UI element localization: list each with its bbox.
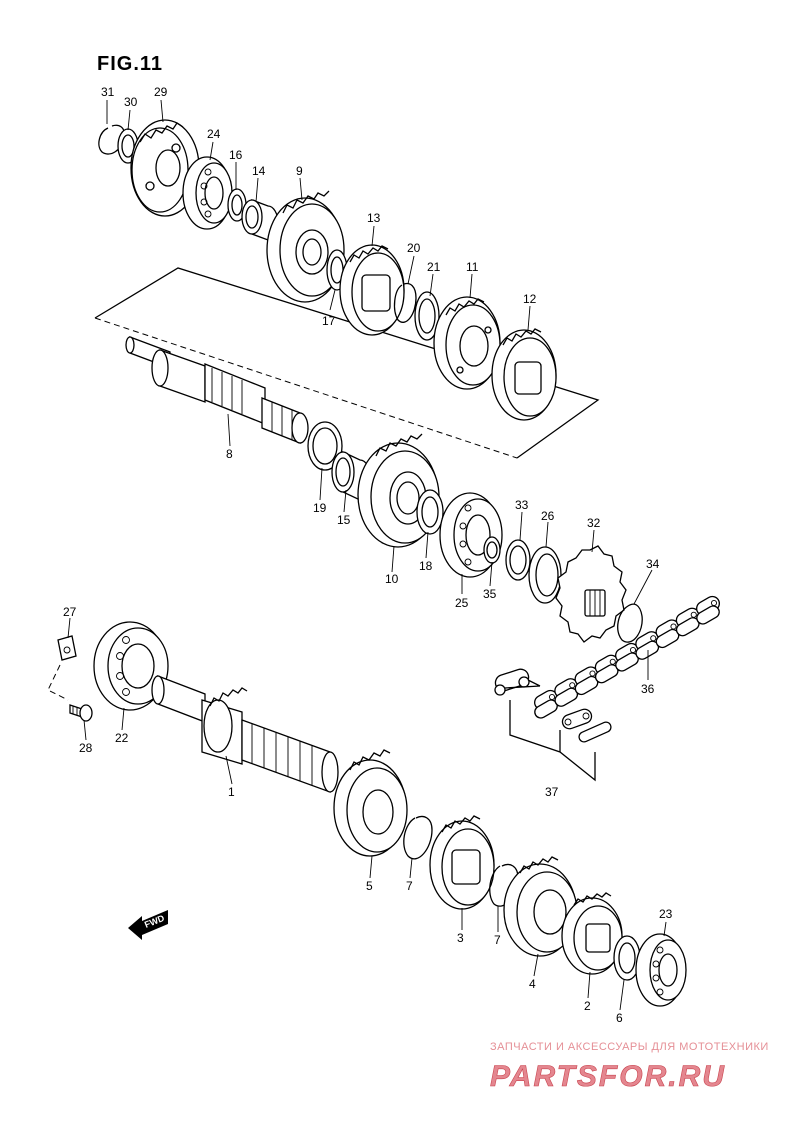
part-7-circlip-upper (403, 815, 433, 860)
callout-28: 28 (79, 741, 93, 755)
leader-lines (67, 99, 667, 1011)
leader-27-28 (47, 664, 69, 701)
part-32-sprocket (555, 545, 627, 643)
part-5-gear (333, 749, 408, 857)
callout-25: 25 (455, 596, 469, 610)
callout-4: 4 (529, 977, 536, 991)
part-34-circlip (617, 603, 643, 643)
callout-6: 6 (616, 1011, 623, 1025)
callout-9: 9 (296, 164, 303, 178)
callout-30: 30 (124, 95, 138, 109)
callout-34: 34 (646, 557, 660, 571)
callout-19: 19 (313, 501, 327, 515)
callout-23: 23 (659, 907, 673, 921)
part-28-screw (69, 704, 93, 722)
callout-29: 29 (154, 85, 168, 99)
callout-1: 1 (228, 785, 235, 799)
part-36-chain (534, 595, 720, 719)
part-19-washer (307, 421, 343, 471)
part-25-bearing (439, 492, 503, 578)
callout-5: 5 (366, 879, 373, 893)
callout-15: 15 (337, 513, 351, 527)
part-13-gear (339, 244, 405, 336)
callout-2: 2 (584, 999, 591, 1013)
part-3-gear (429, 815, 495, 910)
watermark-subtitle: ЗАПЧАСТИ И АКСЕССУАРЫ ДЛЯ МОТОТЕХНИКИ (490, 1041, 769, 1053)
callout-8: 8 (226, 447, 233, 461)
callout-10: 10 (385, 572, 399, 586)
chain-plate (696, 605, 720, 625)
watermark: ЗАПЧАСТИ И АКСЕССУАРЫ ДЛЯ МОТОТЕХНИКИ PA… (490, 1041, 769, 1093)
part-35-ring (483, 536, 501, 564)
callout-12: 12 (523, 292, 537, 306)
part-27-plate (57, 635, 77, 661)
callout-37: 37 (545, 785, 559, 799)
callout-3: 3 (457, 931, 464, 945)
part-12-gear (491, 328, 557, 421)
part-18-washer (416, 489, 444, 535)
part-16-washer (227, 188, 247, 222)
callout-7b: 7 (494, 933, 501, 947)
callout-33: 33 (515, 498, 529, 512)
callout-16: 16 (229, 148, 243, 162)
watermark-logo: PARTSFOR.RU (490, 1060, 726, 1093)
part-11-gear (433, 296, 501, 390)
part-21-washer (414, 291, 440, 341)
part-24-bearing (182, 156, 233, 230)
part-8-countershaft (125, 336, 309, 444)
part-20-circlip (393, 282, 417, 323)
callout-36: 36 (641, 682, 655, 696)
callout-18: 18 (419, 559, 433, 573)
part-6-washer (613, 935, 641, 981)
part-31-circlip (98, 124, 125, 155)
part-2-gear (561, 892, 623, 975)
callout-14: 14 (252, 164, 266, 178)
callout-7a: 7 (406, 879, 413, 893)
callout-17: 17 (322, 314, 336, 328)
callout-31: 31 (101, 85, 115, 99)
callout-24: 24 (207, 127, 221, 141)
callout-35: 35 (483, 587, 497, 601)
part-1-mainshaft (151, 675, 339, 793)
part-23-bearing (635, 933, 687, 1007)
callout-26: 26 (541, 509, 555, 523)
callout-13: 13 (367, 211, 381, 225)
callout-20: 20 (407, 241, 421, 255)
figure-title: FIG.11 (97, 53, 163, 75)
part-37-chain-joint (494, 668, 612, 782)
callout-22: 22 (115, 731, 129, 745)
callout-32: 32 (587, 516, 601, 530)
part-26-oil-seal (528, 546, 562, 604)
callout-labels: 31 30 29 24 16 14 9 13 20 21 11 12 17 8 … (63, 85, 673, 1025)
callout-11: 11 (466, 260, 479, 274)
part-33-spacer (505, 539, 531, 581)
callout-27: 27 (63, 605, 77, 619)
callout-21: 21 (427, 260, 441, 274)
fwd-arrow-icon: FWD (128, 910, 168, 940)
upper-assembly-bracket (94, 267, 600, 459)
